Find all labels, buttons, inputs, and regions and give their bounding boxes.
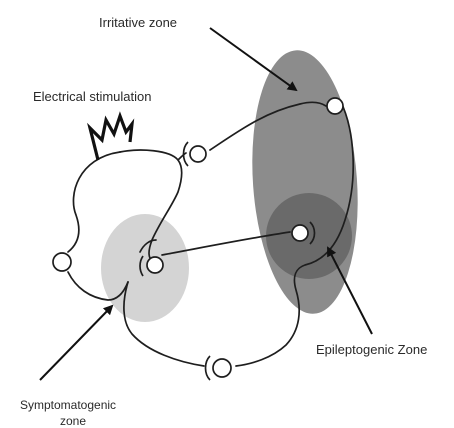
epileptogenic-zone-label: Epileptogenic Zone [316,342,427,357]
left-edge-bouton [53,253,71,271]
symptomatogenic-bouton [147,257,163,273]
symptomatogenic-zone-region [101,214,189,322]
top-right-bouton [327,98,343,114]
bottom-bouton [213,359,231,377]
symptomatogenic-zone-label-line1: Symptomatogenic [20,398,116,412]
bottom-bouton-cup [206,356,211,380]
middle-top-bouton [190,146,206,162]
arrow-icon-symptomatogenic [40,306,112,380]
electrical-stimulation-label: Electrical stimulation [33,89,152,104]
symptomatogenic-zone-label-line2: zone [60,414,86,428]
irritative-zone-label: Irritative zone [99,15,177,30]
epileptogenic-bouton [292,225,308,241]
